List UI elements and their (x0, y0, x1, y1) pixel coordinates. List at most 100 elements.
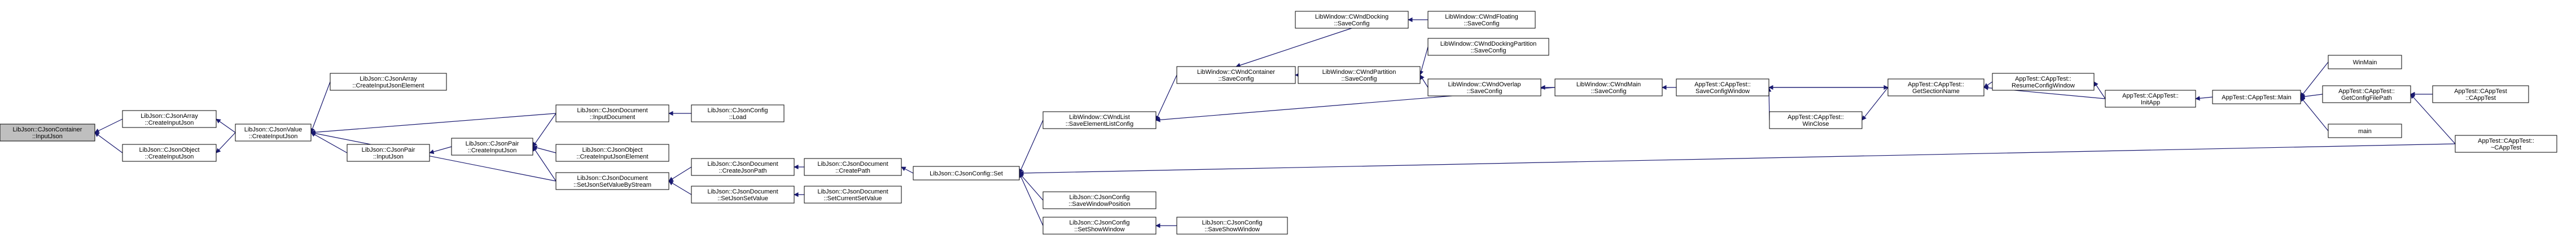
graph-node[interactable]: AppTest::CAppTest::Main (2212, 90, 2301, 104)
node-label-line: ::CAppTest (2465, 95, 2496, 102)
node-label-line: LibWindow::CWndList (1069, 114, 1130, 121)
graph-node[interactable]: LibJson::CJsonValue::CreateInputJson (235, 124, 312, 142)
graph-edge (2300, 61, 2329, 98)
graph-node[interactable]: LibWindow::CWndMain::SaveConfig (1554, 78, 1663, 96)
graph-node[interactable]: LibWindow::CWndDockingPartition::SaveCon… (1427, 38, 1549, 56)
graph-node[interactable]: LibJson::CJsonDocument::SetJsonSetValueB… (555, 172, 669, 190)
node-label-line: AppTest::CAppTest (2454, 88, 2507, 95)
node-label-line: AppTest::CAppTest::Main (2222, 94, 2292, 101)
edge-line (94, 118, 123, 133)
graph-node[interactable]: LibWindow::CWndList::SaveElementListConf… (1042, 111, 1156, 129)
graph-node[interactable]: AppTest::CAppTest::SaveConfigWindow (1676, 78, 1769, 96)
graph-node[interactable]: LibJson::CJsonDocument::CreateJsonPath (691, 158, 795, 176)
node-box (1887, 78, 1984, 96)
graph-node[interactable]: LibWindow::CWndPartition::SaveConfig (1298, 66, 1421, 84)
node-label-line: ::InputDocument (590, 114, 636, 121)
node-label-line: ::SaveConfig (1471, 47, 1506, 54)
node-box (1295, 11, 1409, 29)
graph-node[interactable]: LibJson::CJsonConfig::SaveShowWindow (1176, 217, 1288, 235)
graph-node[interactable]: LibWindow::CWndFloating::SaveConfig (1427, 11, 1536, 29)
node-box (0, 124, 95, 142)
graph-edge (1019, 173, 1044, 226)
graph-node[interactable]: AppTest::CAppTest::GetConfigFilePath (2322, 85, 2411, 103)
node-box (2328, 55, 2402, 69)
graph-edge (2300, 94, 2323, 99)
node-box (2432, 85, 2529, 103)
graph-node[interactable]: AppTest::CAppTest::InitApp (2105, 90, 2196, 108)
node-label-line: LibJson::CJsonPair (362, 147, 415, 153)
node-box (1176, 217, 1288, 235)
graph-node[interactable]: LibJson::CJsonDocument::InputDocument (555, 104, 669, 122)
graph-node[interactable]: LibJson::CJsonConfig::Load (691, 104, 785, 122)
node-box (1427, 38, 1549, 56)
edge-line (1236, 28, 1352, 68)
graph-node[interactable]: AppTest::CAppTest::~CAppTest (2455, 135, 2557, 153)
node-box (555, 172, 669, 190)
node-label-line: ::SaveConfig (1591, 88, 1627, 95)
node-box (235, 124, 312, 142)
edge-line (532, 113, 557, 147)
node-label-line: LibJson::CJsonDocument (817, 161, 888, 168)
node-label-line: LibJson::CJsonConfig (1069, 219, 1129, 226)
node-box (2322, 85, 2411, 103)
graph-node[interactable]: LibWindow::CWndContainer::SaveConfig (1176, 66, 1296, 84)
edge-line (901, 166, 914, 174)
graph-node[interactable]: LibJson::CJsonObject::CreateInputJsonEle… (555, 144, 669, 162)
node-label-line: LibWindow::CWndOverlap (1448, 81, 1521, 88)
node-label-line: main (2358, 128, 2372, 135)
graph-node[interactable]: LibWindow::CWndDocking::SaveConfig (1295, 11, 1409, 29)
graph-node[interactable]: main (2328, 124, 2402, 138)
node-label-line: InitApp (2141, 99, 2160, 106)
node-label-line: ::InputJson (32, 133, 63, 140)
graph-node[interactable]: LibWindow::CWndOverlap::SaveConfig (1427, 78, 1541, 96)
node-label-line: LibJson::CJsonArray (141, 113, 198, 120)
node-label-line: ::Load (729, 114, 747, 121)
node-box (691, 104, 785, 122)
graph-node[interactable]: LibJson::CJsonPair::InputJson (347, 144, 430, 162)
graph-edge (310, 131, 557, 182)
node-label-line: ~CAppTest (2491, 144, 2521, 151)
edge-line (668, 181, 692, 195)
node-label-line: ::SaveShowWindow (1204, 226, 1260, 233)
graph-node[interactable]: AppTest::CAppTest::CAppTest (2432, 85, 2529, 103)
node-label-line: LibJson::CJsonValue (244, 126, 303, 133)
graph-node[interactable]: AppTest::CAppTest::ResumeConfigWindow (1992, 73, 2095, 91)
node-label-line: LibJson::CJsonObject (139, 147, 200, 153)
node-label-line: LibJson::CJsonPair (466, 140, 519, 147)
graph-edge (668, 166, 692, 182)
node-label-line: LibWindow::CWndFloating (1445, 14, 1518, 20)
graph-node[interactable]: WinMain (2328, 55, 2402, 69)
graph-node[interactable]: LibJson::CJsonPair::CreateInputJson (451, 138, 533, 156)
edge-line (1155, 74, 1177, 121)
graph-node[interactable]: LibJson::CJsonArray::CreateInputJson (122, 110, 217, 128)
edge-line (1019, 143, 2456, 176)
node-box (691, 186, 795, 204)
node-box (122, 144, 217, 162)
node-box (1176, 66, 1296, 84)
node-label-line: ::SetJsonSetValue (717, 195, 768, 202)
graph-node[interactable]: LibJson::CJsonContainer::InputJson (0, 124, 95, 142)
graph-node[interactable]: LibJson::CJsonDocument::SetJsonSetValue (691, 186, 795, 204)
graph-node[interactable]: LibJson::CJsonDocument::CreatePath (804, 158, 902, 176)
graph-node[interactable]: AppTest::CAppTest::WinClose (1769, 111, 1863, 129)
graph-node[interactable]: LibJson::CJsonDocument::SetCurrentSetVal… (804, 186, 902, 204)
graph-node[interactable]: LibJson::CJsonConfig::Set (913, 166, 1020, 181)
graph-edge (901, 166, 914, 174)
graph-node[interactable]: AppTest::CAppTest::GetSectionName (1887, 78, 1984, 96)
node-label-line: ::CreateJsonPath (719, 168, 767, 174)
edge-line (310, 132, 348, 153)
graph-edge (310, 81, 331, 133)
node-label-line: LibJson::CJsonArray (360, 76, 417, 82)
graph-node[interactable]: LibJson::CJsonArray::CreateInputJsonElem… (330, 73, 447, 91)
edge-line (1983, 81, 1993, 88)
graph-node[interactable]: LibJson::CJsonObject::CreateInputJson (122, 144, 217, 162)
node-box (1042, 217, 1156, 235)
node-label-line: LibJson::CJsonDocument (707, 161, 778, 168)
node-label-line: LibWindow::CWndDockingPartition (1440, 41, 1537, 47)
node-box (1676, 78, 1769, 96)
graph-node[interactable]: LibJson::CJsonConfig::SetShowWindow (1042, 217, 1156, 235)
graph-edge (1019, 120, 1044, 174)
node-label-line: AppTest::CAppTest:: (1694, 81, 1751, 88)
graph-node[interactable]: LibJson::CJsonConfig::SaveWindowPosition (1042, 191, 1156, 209)
